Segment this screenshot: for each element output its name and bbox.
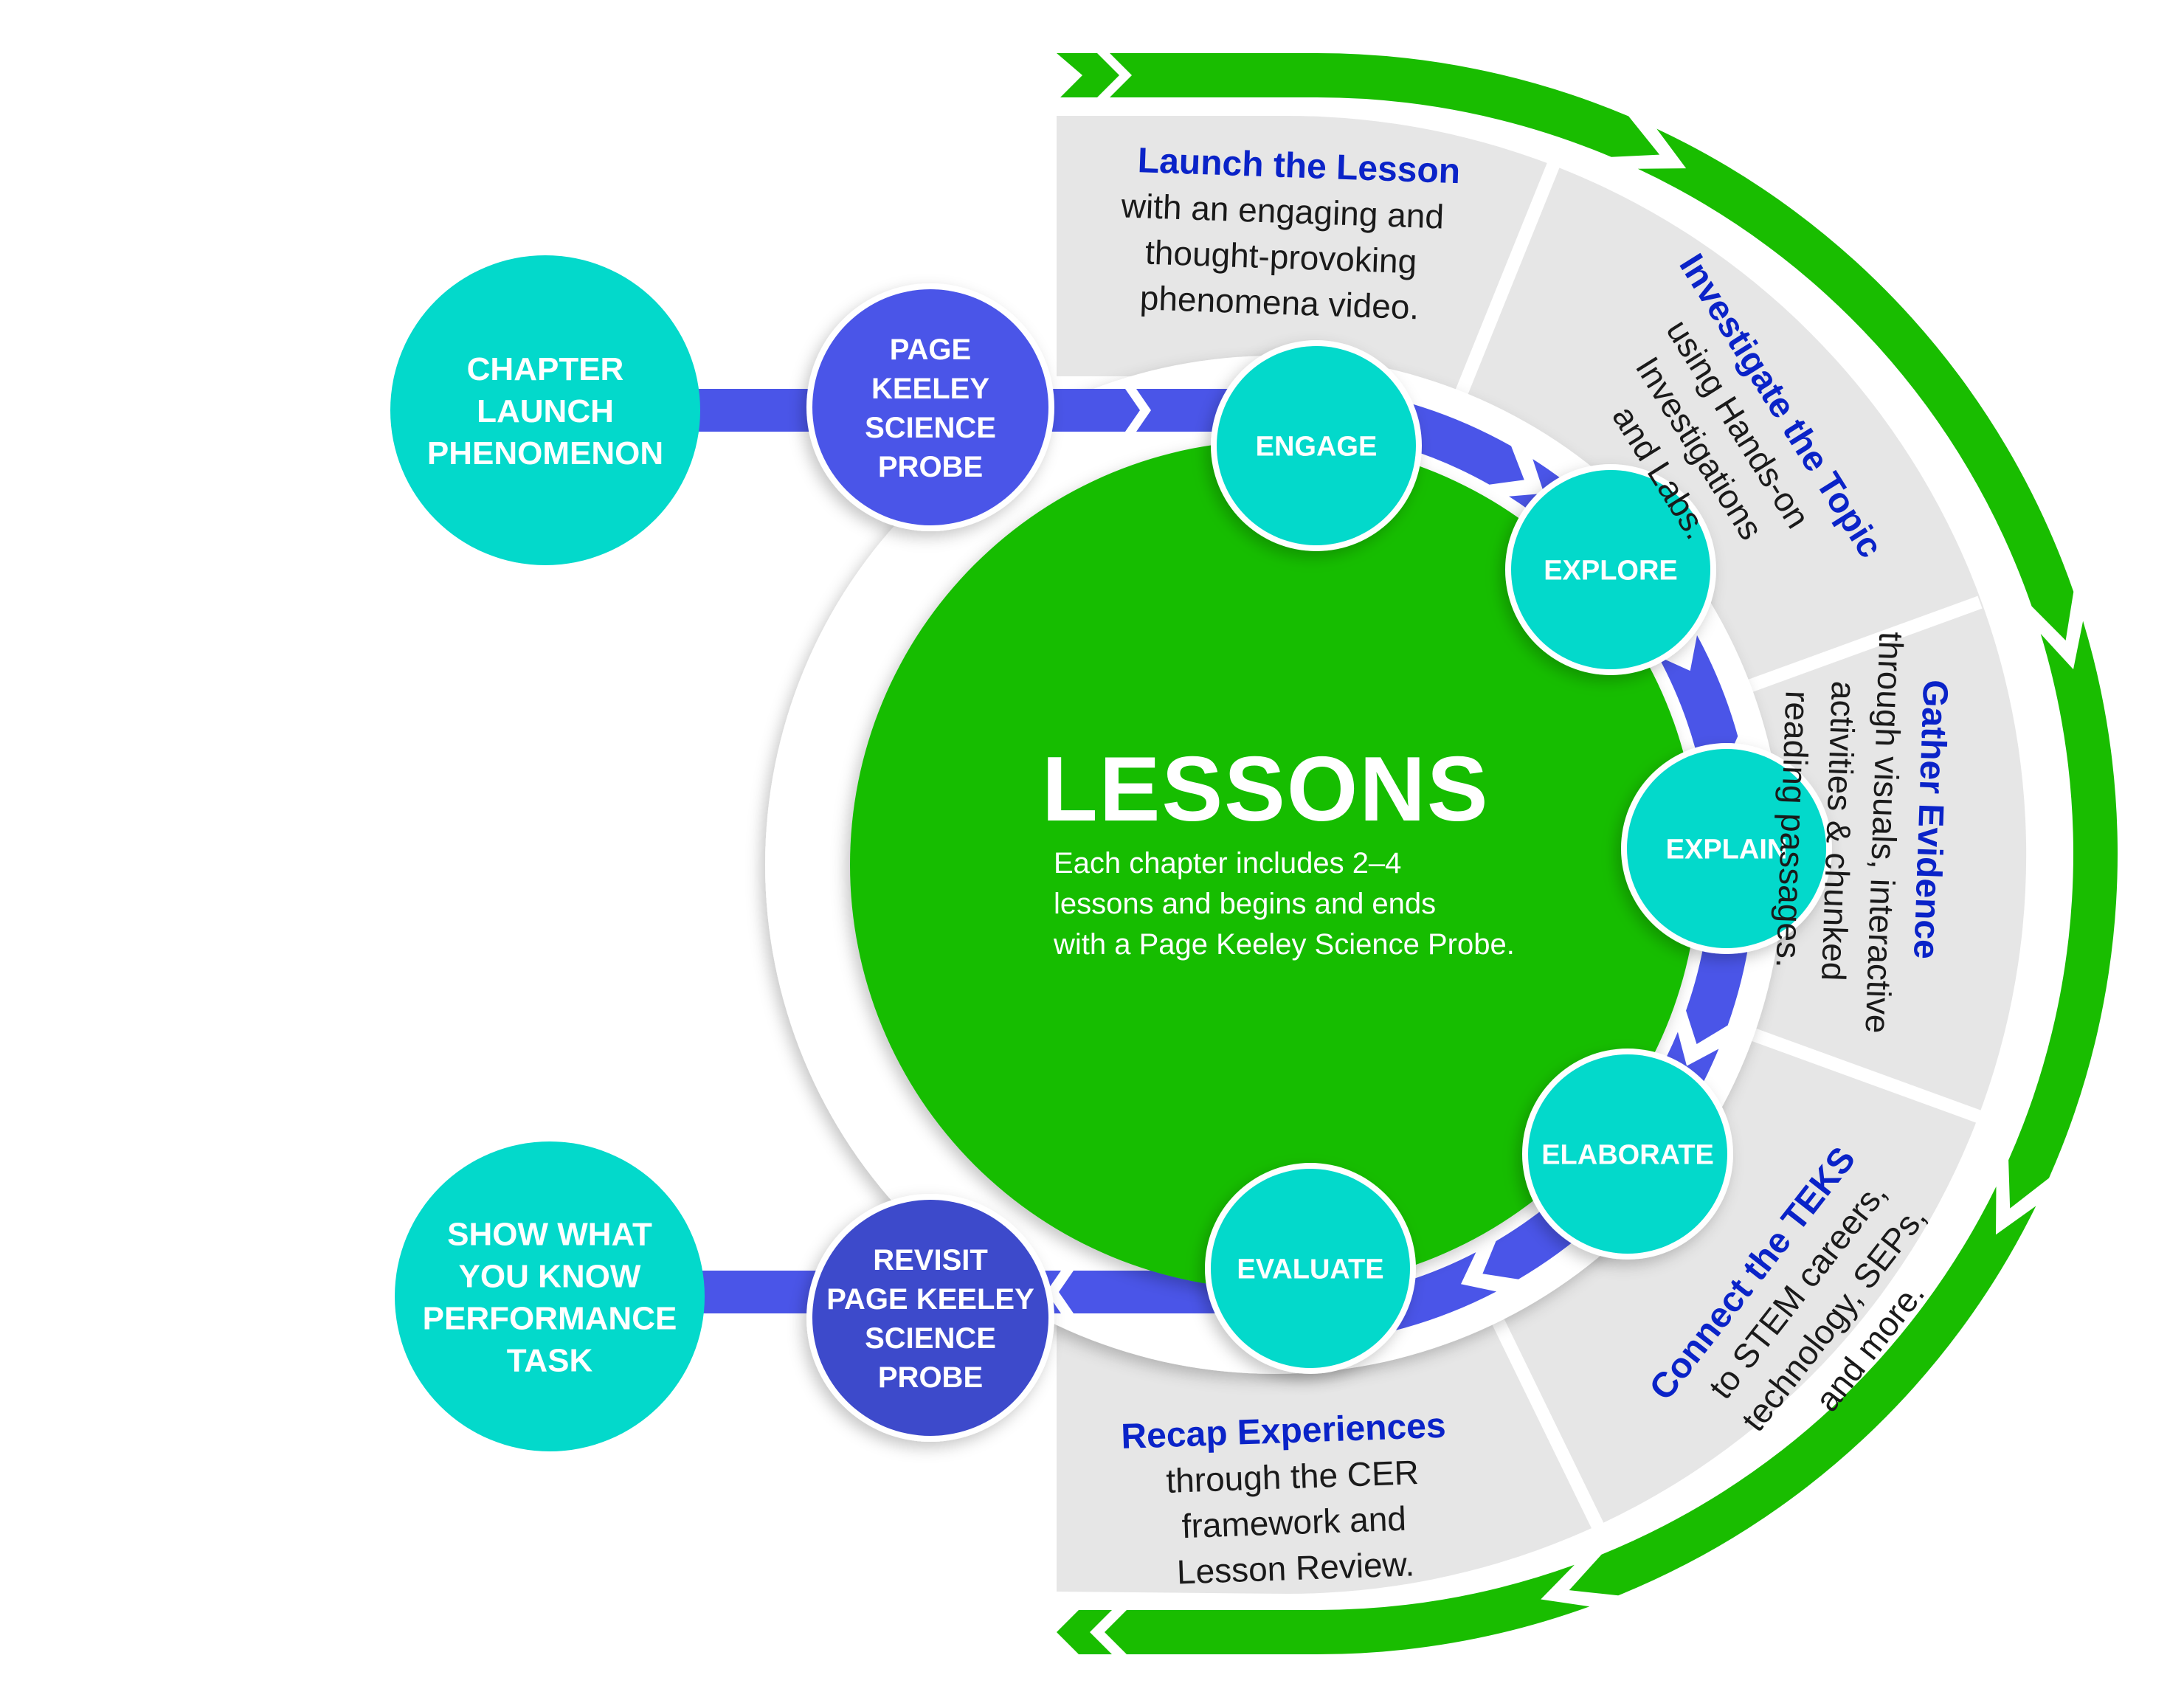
- outer-arrow-segment: [1569, 1186, 2036, 1596]
- lessons-center-text: LESSONS Each chapter includes 2–4 lesson…: [1042, 739, 1515, 961]
- cycle-node-engage-label: ENGAGE: [1256, 432, 1378, 463]
- connector-bar: [1033, 389, 1140, 432]
- panel-divider: [1446, 159, 1561, 418]
- end-chevron-icon: [1105, 1610, 1153, 1654]
- cycle-node-explain-label: EXPLAIN: [1666, 835, 1788, 866]
- cycle-node-explain[interactable]: EXPLAIN: [1621, 743, 1832, 954]
- page-keeley-probe-node-label: PAGE: [890, 334, 971, 366]
- cycle-node-elaborate-circle: [1528, 1054, 1727, 1254]
- outer-arrow-segment: [1138, 53, 1660, 157]
- panel-body-line: Lesson Review.: [1176, 1544, 1415, 1591]
- panel-divider: [1476, 1288, 1609, 1539]
- outer-progress-arrow: [1057, 53, 2118, 1654]
- revisit-probe-node-label: SCIENCE: [865, 1322, 996, 1355]
- page-keeley-probe-node-circle: [812, 289, 1048, 525]
- show-what-you-know-node[interactable]: SHOW WHAT YOU KNOW PERFORMANCE TASK: [395, 1141, 705, 1451]
- show-what-you-know-node-label: YOU KNOW: [459, 1258, 641, 1294]
- show-what-you-know-node-label: PERFORMANCE: [423, 1300, 677, 1336]
- page-keeley-probe-node[interactable]: PAGE KEELEY SCIENCE PROBE: [806, 283, 1054, 531]
- lessons-center-circle: [850, 441, 1699, 1289]
- panel-body-line: through the CER: [1165, 1453, 1419, 1500]
- panel-divider: [1721, 595, 1983, 702]
- chapter-launch-node-circle: [390, 255, 700, 565]
- revisit-probe-node-label: PROBE: [878, 1361, 983, 1394]
- chapter-launch-node-label: LAUNCH: [477, 393, 614, 429]
- cycle-node-explore-circle: [1511, 470, 1710, 669]
- cycle-node-evaluate-label: EVALUATE: [1237, 1254, 1383, 1285]
- cycle-node-evaluate[interactable]: EVALUATE: [1205, 1163, 1416, 1374]
- panel-divider: [1721, 1017, 1983, 1124]
- page-keeley-probe-node-label: SCIENCE: [865, 412, 996, 444]
- cycle-node-evaluate-circle: [1211, 1169, 1410, 1368]
- panel-heading: Gather Evidence: [1906, 679, 1955, 959]
- end-chevron-icon: [1057, 1610, 1112, 1654]
- show-what-you-know-node-label: SHOW WHAT: [447, 1216, 652, 1252]
- page-keeley-probe-node-label: PROBE: [878, 451, 983, 483]
- show-what-you-know-node-circle: [395, 1141, 705, 1451]
- cycle-node-elaborate-label: ELABORATE: [1541, 1140, 1714, 1171]
- lessons-description-line-2: lessons and begins and ends: [1054, 888, 1436, 920]
- show-what-you-know-node-label: TASK: [507, 1342, 593, 1378]
- outer-arrow-segment: [1637, 128, 2074, 640]
- lessons-description-line-1: Each chapter includes 2–4: [1054, 847, 1401, 880]
- cycle-node-elaborate[interactable]: ELABORATE: [1522, 1049, 1733, 1260]
- lessons-description-line-3: with a Page Keeley Science Probe.: [1053, 928, 1515, 961]
- revisit-probe-node-label: PAGE KEELEY: [826, 1283, 1034, 1316]
- cycle-node-engage-circle: [1217, 346, 1416, 545]
- revisit-probe-node[interactable]: REVISIT PAGE KEELEY SCIENCE PROBE: [806, 1194, 1054, 1442]
- cycle-node-engage[interactable]: ENGAGE: [1211, 340, 1422, 551]
- ring-arrow-segment: [1658, 635, 1738, 770]
- outer-arrow-segment: [1138, 1564, 1590, 1654]
- start-chevron-icon: [1110, 53, 1153, 97]
- cycle-node-explain-circle: [1627, 749, 1826, 948]
- chapter-launch-node-label: CHAPTER: [467, 351, 624, 387]
- outer-arrow-segment: [2008, 621, 2118, 1209]
- revisit-probe-node-circle: [812, 1200, 1048, 1436]
- start-chevron-icon: [1057, 53, 1119, 97]
- page-keeley-probe-node-label: KEELEY: [871, 373, 989, 405]
- revisit-probe-node-label: REVISIT: [873, 1244, 988, 1277]
- cycle-node-explore-label: EXPLORE: [1544, 556, 1678, 587]
- cycle-node-explore[interactable]: EXPLORE: [1505, 464, 1716, 675]
- chapter-launch-node[interactable]: CHAPTER LAUNCH PHENOMENON: [390, 255, 700, 565]
- panel-body-line: thought-provoking: [1144, 233, 1417, 281]
- chapter-launch-node-label: PHENOMENON: [427, 435, 663, 471]
- diagram-nodes: CHAPTER LAUNCH PHENOMENON PAGE KEELEY SCIENCE…: [390, 255, 1832, 1451]
- panel-body-line: framework and: [1181, 1499, 1407, 1546]
- lessons-title: LESSONS: [1042, 739, 1490, 840]
